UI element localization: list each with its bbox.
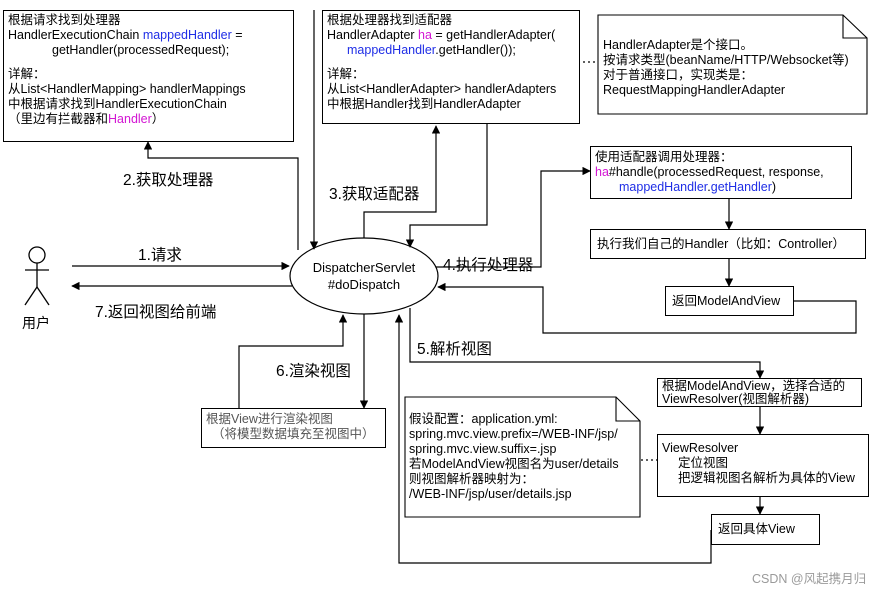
get-adapter-code-line: HandlerAdapter ha = getHandlerAdapter(	[327, 28, 556, 42]
get-adapter-detail-title: 详解：	[327, 67, 365, 81]
adapter-note: HandlerAdapter是个接口。 按请求类型(beanName/HTTP/…	[603, 38, 849, 98]
dispatcher-label: DispatcherServlet #doDispatch	[294, 259, 434, 293]
get-handler-title: 根据请求找到处理器	[8, 13, 121, 27]
adapter-note-line1: HandlerAdapter是个接口。	[603, 38, 754, 52]
mapped-handler-var: mappedHandler	[142, 28, 232, 42]
render-view-line2: （将模型数据填充至视图中）	[212, 427, 375, 441]
step-resolve-view: 5.解析视图	[417, 341, 492, 358]
adapter-note-fold	[842, 15, 867, 39]
watermark: CSDN @风起携月归	[752, 572, 867, 586]
get-handler-detail-1: 从List<HandlerMapping> handlerMappings	[8, 82, 246, 96]
view-resolver-step2: 把逻辑视图名解析为具体的View	[678, 471, 855, 485]
config-note-line5: 则视图解析器映射为：	[409, 472, 535, 486]
render-view-box: 根据View进行渲染视图 （将模型数据填充至视图中）	[201, 408, 386, 448]
step-get-adapter: 3.获取适配器	[329, 186, 420, 203]
adapter-note-line4: RequestMappingHandlerAdapter	[603, 83, 786, 97]
invoke-code-line2: mappedHandler.getHandler)	[619, 180, 777, 194]
choose-resolver-box: 根据ModelAndView，选择合适的 ViewResolver(视图解析器)	[657, 378, 862, 407]
model-and-view-box: 返回ModelAndView	[665, 286, 794, 316]
config-note: 假设配置：application.yml: spring.mvc.view.pr…	[409, 412, 619, 502]
arrow-get-adapter-up	[363, 125, 441, 238]
get-handler-detail-2: 中根据请求找到HandlerExecutionChain	[8, 97, 227, 111]
choose-resolver-line2: ViewResolver(视图解析器)	[662, 392, 810, 406]
invoke-code-line1: ha#handle(processedRequest, response,	[595, 165, 824, 179]
config-note-line1: 假设配置：application.yml:	[409, 412, 558, 426]
step-render-view: 6.渲染视图	[276, 363, 351, 380]
user-figure-icon	[24, 246, 50, 306]
config-note-fold	[615, 397, 640, 422]
execute-handler-box: 执行我们自己的Handler（比如：Controller）	[590, 229, 866, 259]
arrow-resolve-view	[409, 308, 765, 379]
execute-handler-text: 执行我们自己的Handler（比如：Controller）	[597, 237, 845, 251]
dispatcher-line2: #doDispatch	[327, 277, 401, 292]
arrow-view-return	[394, 314, 712, 564]
arrow-execute-handler	[436, 166, 591, 268]
view-resolver-box: ViewResolver 定位视图 把逻辑视图名解析为具体的View	[657, 434, 869, 497]
get-handler-detail-title: 详解：	[8, 67, 46, 81]
dispatcher-line1: DispatcherServlet	[312, 260, 416, 275]
adapter-note-shape	[597, 14, 868, 115]
arrow-render-view-up	[238, 314, 348, 408]
config-note-line6: /WEB-INF/jsp/user/details.jsp	[409, 487, 572, 501]
config-note-line3: spring.mvc.view.suffix=.jsp	[409, 442, 557, 456]
get-handler-call: getHandler(processedRequest);	[52, 43, 230, 57]
config-note-shape	[404, 396, 641, 518]
step-get-handler: 2.获取处理器	[123, 172, 214, 189]
model-and-view-text: 返回ModelAndView	[672, 294, 781, 308]
view-resolver-title: ViewResolver	[662, 441, 739, 455]
config-note-line4: 若ModelAndView视图名为user/details	[409, 457, 619, 471]
step-request: 1.请求	[138, 247, 182, 264]
invoke-title: 使用适配器调用处理器：	[595, 150, 733, 164]
get-adapter-call: mappedHandler.getHandler());	[347, 43, 516, 57]
get-adapter-detail-1: 从List<HandlerAdapter> handlerAdapters	[327, 82, 557, 96]
adapter-note-line2: 按请求类型(beanName/HTTP/Websocket等)	[603, 53, 849, 67]
user-label: 用户	[22, 315, 50, 331]
get-adapter-title: 根据处理器找到适配器	[327, 13, 453, 27]
choose-resolver-line1: 根据ModelAndView，选择合适的	[662, 379, 846, 393]
arrow-get-handler-up	[143, 141, 299, 250]
get-handler-box: 根据请求找到处理器 HandlerExecutionChain mappedHa…	[3, 10, 294, 142]
config-note-line2: spring.mvc.view.prefix=/WEB-INF/jsp/	[409, 427, 618, 441]
ha-var: ha	[418, 28, 432, 42]
step-execute-handler: 4.执行处理器	[443, 257, 534, 274]
arrow-mav-return	[437, 282, 857, 334]
get-handler-detail-3: （里边有拦截器和Handler）	[8, 112, 165, 126]
view-resolver-step1: 定位视图	[678, 456, 729, 470]
handler-word: Handler	[108, 112, 152, 126]
get-adapter-box: 根据处理器找到适配器 HandlerAdapter ha = getHandle…	[322, 10, 580, 124]
return-view-box: 返回具体View	[711, 514, 820, 545]
render-view-line1: 根据View进行渲染视图	[206, 412, 333, 426]
adapter-note-line3: 对于普通接口，实现类是：	[603, 68, 754, 82]
invoke-handler-box: 使用适配器调用处理器： ha#handle(processedRequest, …	[590, 146, 852, 199]
get-adapter-detail-2: 中根据Handler找到HandlerAdapter	[327, 97, 521, 111]
step-return-view: 7.返回视图给前端	[95, 304, 217, 321]
get-handler-code-line: HandlerExecutionChain mappedHandler =	[8, 28, 243, 42]
return-view-text: 返回具体View	[718, 522, 795, 536]
